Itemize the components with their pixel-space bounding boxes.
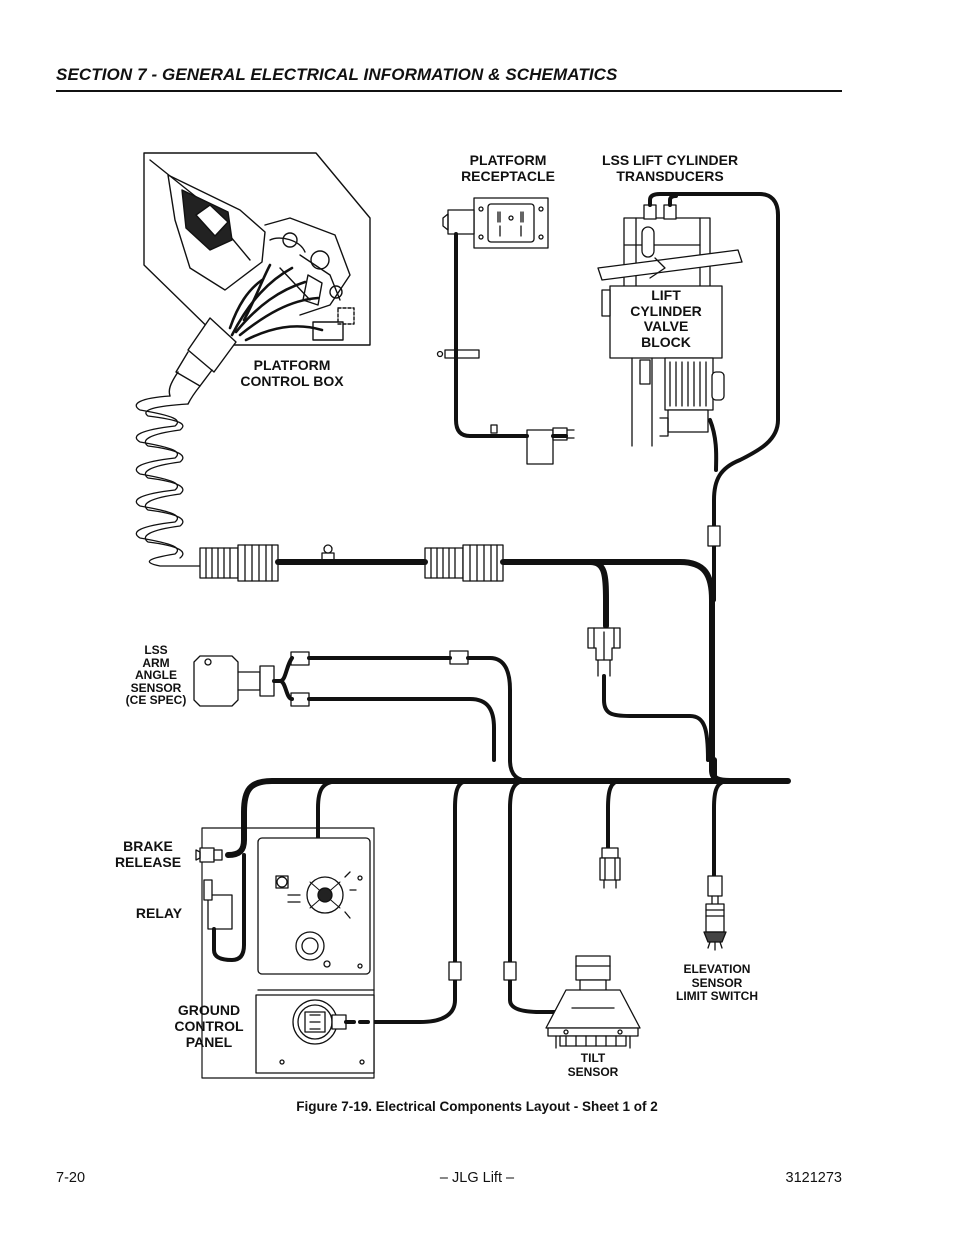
main-harness-trunk xyxy=(275,559,733,784)
header-rule xyxy=(56,90,842,92)
platform-receptacle-wire xyxy=(454,232,568,438)
label-relay: RELAY xyxy=(135,905,183,921)
coiled-cable xyxy=(135,395,201,567)
label-brake-release: BRAKE RELEASE xyxy=(114,838,182,870)
brake-release-relay-illustration xyxy=(195,827,375,1079)
platform-control-box-wiring xyxy=(228,263,324,342)
platform-receptacle-illustration xyxy=(436,197,575,465)
section-title: SECTION 7 - GENERAL ELECTRICAL INFORMATI… xyxy=(56,65,618,84)
platform-harness-connectors xyxy=(199,544,504,582)
splitter-connector xyxy=(587,627,621,677)
tilt-sensor-illustration xyxy=(545,955,641,1049)
elevation-sensor-illustration xyxy=(703,875,727,951)
splitter-to-trunk-wire xyxy=(602,674,710,762)
label-elevation-sensor-limit-switch: ELEVATION SENSOR LIMIT SWITCH xyxy=(676,962,758,1003)
figure-caption: Figure 7-19. Electrical Components Layou… xyxy=(296,1099,658,1114)
platform-cable-sheath xyxy=(168,317,237,405)
lower-main-harness xyxy=(225,757,791,858)
transducer-inline-connector xyxy=(707,525,721,547)
ground-control-panel-illustration xyxy=(255,837,375,1074)
label-platform-control-box: PLATFORM CONTROL BOX xyxy=(240,357,344,389)
lss-arm-angle-sensor-illustration xyxy=(193,650,469,707)
page-number: 7-20 xyxy=(56,1170,86,1186)
lower-harness-inline-connectors xyxy=(448,961,517,981)
document-number: 3121273 xyxy=(785,1170,842,1186)
label-lift-cylinder-valve-block: LIFT CYLINDER VALVE BLOCK xyxy=(630,287,702,350)
center-connector-illustration xyxy=(599,847,621,889)
label-lss-arm-angle-sensor: LSS ARM ANGLE SENSOR (CE SPEC) xyxy=(125,643,187,707)
label-ground-control-panel: GROUND CONTROL PANEL xyxy=(174,1002,244,1050)
platform-control-box-illustration xyxy=(143,152,371,346)
transducer-wires xyxy=(648,192,780,602)
footer-center-text: – JLG Lift – xyxy=(439,1170,515,1186)
label-platform-receptacle: PLATFORM RECEPTACLE xyxy=(461,152,555,184)
label-tilt-sensor: TILT SENSOR xyxy=(567,1051,619,1079)
label-lss-lift-cylinder-transducers: LSS LIFT CYLINDER TRANSDUCERS xyxy=(601,152,739,184)
lss-arm-angle-sensor-wires xyxy=(272,656,532,783)
relay-wire xyxy=(212,853,246,962)
